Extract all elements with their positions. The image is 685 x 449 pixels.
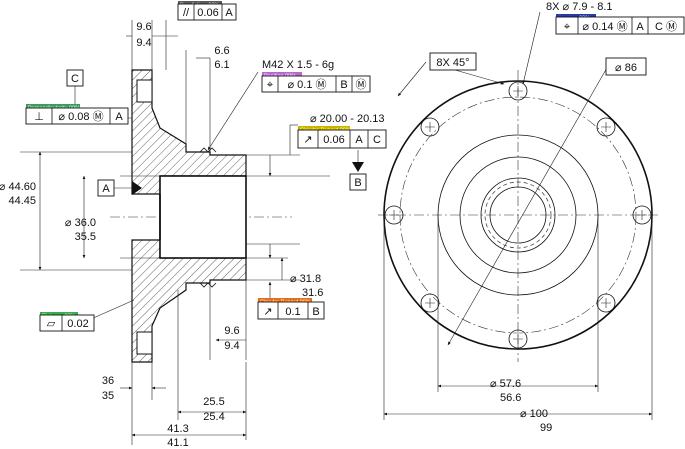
flange-thickness-upper: 9.6: [136, 21, 151, 33]
flatness-fcf: Flatness 99% ▱ 0.02: [39, 312, 95, 332]
undercut-lower: 6.1: [214, 59, 229, 71]
datum-a: A: [97, 179, 115, 197]
svg-text:0.02: 0.02: [67, 318, 88, 330]
svg-text:↗: ↗: [263, 306, 272, 318]
svg-text:⊥: ⊥: [34, 111, 44, 123]
hub-length-upper: 25.5: [203, 396, 224, 408]
parallelism-fcf: Parallelism 99% // 0.06 A: [177, 1, 237, 21]
undercut-upper: 6.6: [214, 45, 229, 57]
svg-text:A: A: [102, 183, 110, 195]
pilot-diameter-upper: ⌀ 44.60: [0, 181, 36, 193]
bolt-circle: [399, 96, 637, 334]
svg-text:A: A: [115, 111, 123, 123]
outer-diameter-upper: ⌀ 100: [520, 408, 548, 420]
raised-face-lower: 56.6: [500, 392, 521, 404]
svg-text:▱: ▱: [47, 318, 56, 330]
inner-diameter-lower: 35.5: [75, 231, 96, 243]
svg-text:⌖: ⌖: [267, 79, 273, 91]
hub-length-lower: 25.4: [203, 411, 224, 423]
svg-text:Ⓜ: Ⓜ: [356, 78, 367, 91]
bore-circle: [489, 186, 547, 244]
hub-step-upper: 9.6: [224, 325, 239, 337]
svg-text:0.06: 0.06: [323, 134, 344, 146]
svg-text:B: B: [312, 306, 319, 318]
pilot-length-upper: 36: [102, 375, 114, 387]
svg-text:A: A: [636, 21, 644, 33]
svg-text:⌀ 0.14 Ⓜ: ⌀ 0.14 Ⓜ: [582, 20, 627, 33]
svg-text:A: A: [355, 134, 363, 146]
bolt-hole-section-bottom: [136, 331, 153, 355]
perpendicularity-fcf: Perpendicularity 99% ⊥ ⌀ 0.08 Ⓜ A: [25, 104, 129, 125]
bore-diameter: ⌀ 20.00 - 20.13: [310, 113, 385, 125]
svg-text:C: C: [373, 134, 381, 146]
thread-callout: M42 X 1.5 - 6g: [262, 59, 334, 71]
svg-text:C: C: [71, 73, 79, 85]
svg-text:B: B: [354, 177, 361, 189]
pilot-diameter-lower: 44.45: [8, 195, 36, 207]
svg-text:C Ⓜ: C Ⓜ: [655, 20, 677, 33]
pilot-length-lower: 35: [102, 390, 114, 402]
hub-diameter-upper: ⌀ 31.8: [290, 273, 321, 285]
hub-diameter-lower: 31.6: [302, 287, 323, 299]
outer-diameter-lower: 99: [540, 422, 552, 434]
svg-text:A: A: [225, 7, 233, 19]
front-view: 8X ⌀ 7.9 - 8.1 8X 45° ⌀ 86 ⌀ 57.6 56.6 ⌀…: [378, 1, 685, 434]
hub-step-lower: 9.4: [224, 340, 239, 352]
side-section-view: 9.6 9.4 6.6 6.1 M42 X 1.5 - 6g ⌀ 20.00 -…: [0, 1, 387, 449]
bolt-circle-dim: ⌀ 86: [605, 57, 647, 76]
circular-runout-1-fcf: Circular Runout 99% ↗ 0.06 A C: [297, 126, 387, 149]
angle-box: 8X 45°: [429, 52, 477, 71]
bolt-hole-section-top: [136, 79, 153, 103]
position-thread-fcf: Position 99% ⌖ ⌀ 0.1 Ⓜ B Ⓜ: [261, 72, 371, 93]
flange-thickness-lower: 9.4: [136, 37, 151, 49]
inner-diameter-upper: ⌀ 36.0: [65, 217, 96, 229]
holes-callout: 8X ⌀ 7.9 - 8.1: [546, 1, 613, 13]
svg-text:8X 45°: 8X 45°: [436, 57, 469, 69]
raised-face-upper: ⌀ 57.6: [490, 378, 521, 390]
svg-text://: //: [183, 7, 190, 19]
overall-length-upper: 41.3: [167, 423, 188, 435]
svg-text:⌀ 0.1 Ⓜ: ⌀ 0.1 Ⓜ: [287, 78, 326, 91]
bore: [159, 175, 247, 259]
circular-runout-2-fcf: Circular Runout 99% ↗ 0.1 B: [257, 298, 325, 320]
position-holes-fcf: Position 99% ⌖ ⌀ 0.14 Ⓜ A C Ⓜ: [555, 14, 685, 35]
svg-text:0.1: 0.1: [285, 306, 300, 318]
datum-c: C: [66, 69, 84, 87]
overall-length-lower: 41.1: [167, 437, 188, 449]
svg-text:0.06: 0.06: [197, 7, 218, 19]
svg-text:↗: ↗: [303, 134, 312, 146]
svg-text:⌖: ⌖: [564, 21, 570, 33]
svg-text:B: B: [340, 79, 347, 91]
svg-text:⌀ 0.08 Ⓜ: ⌀ 0.08 Ⓜ: [58, 110, 103, 123]
svg-text:⌀ 86: ⌀ 86: [615, 62, 637, 74]
datum-b: B: [349, 173, 367, 191]
bolt-holes: [384, 81, 652, 349]
